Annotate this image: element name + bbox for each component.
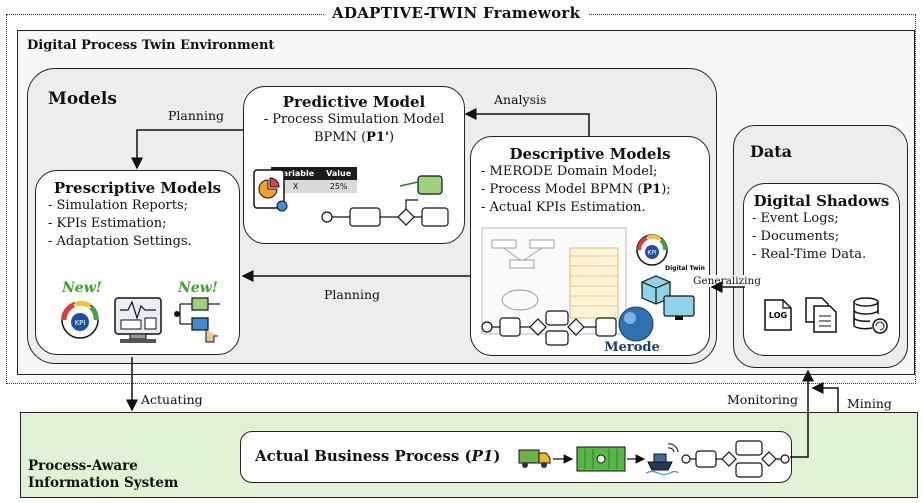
digital-shadows-card: Digital Shadows - Event Logs; - Document… bbox=[743, 183, 900, 356]
table-header-variable: Variable bbox=[271, 167, 321, 180]
data-title: Data bbox=[750, 142, 792, 161]
table-header-value: Value bbox=[320, 167, 358, 180]
actuating-label: Actuating bbox=[141, 392, 203, 407]
mining-label: Mining bbox=[847, 396, 892, 411]
generalizing-label: Generalizing bbox=[692, 275, 762, 287]
prescriptive-models-title: Prescriptive Models bbox=[53, 179, 222, 197]
prescriptive-item-3: - Adaptation Settings. bbox=[48, 234, 192, 249]
planning-bottom-label: Planning bbox=[324, 287, 381, 302]
new-badge-adaptation: New! bbox=[178, 280, 218, 296]
descriptive-models-title: Descriptive Models bbox=[509, 145, 671, 163]
table-cell-variable: X bbox=[271, 180, 321, 193]
table-cell-value: 25% bbox=[320, 180, 358, 193]
predictive-model-card: Predictive Model - Process Simulation Mo… bbox=[243, 86, 465, 244]
predictive-model-title: Predictive Model bbox=[282, 93, 426, 111]
prescriptive-item-2: - KPIs Estimation; bbox=[48, 216, 167, 231]
shadows-item-2: - Documents; bbox=[752, 229, 840, 244]
planning-top-label: Planning bbox=[168, 108, 225, 123]
actual-business-process-title: Actual Business Process (P1) bbox=[255, 447, 501, 465]
prescriptive-models-card: Prescriptive Models - Simulation Reports… bbox=[35, 170, 240, 355]
mining-arrow bbox=[811, 382, 839, 412]
descriptive-item-3: - Actual KPIs Estimation. bbox=[481, 200, 646, 215]
digital-shadows-title: Digital Shadows bbox=[753, 192, 890, 210]
new-badge-kpi: New! bbox=[62, 280, 102, 296]
predictive-line-1: - Process Simulation Model bbox=[263, 112, 445, 127]
monitoring-label: Monitoring bbox=[727, 392, 798, 407]
descriptive-models-card: Descriptive Models - MERODE Domain Model… bbox=[470, 136, 710, 356]
shadows-item-3: - Real-Time Data. bbox=[752, 247, 867, 262]
prescriptive-item-1: - Simulation Reports; bbox=[48, 198, 189, 213]
descriptive-item-1: - MERODE Domain Model; bbox=[481, 164, 658, 179]
models-title: Models bbox=[48, 89, 117, 109]
descriptive-item-2: - Process Model BPMN (P1); bbox=[481, 182, 671, 197]
analysis-label: Analysis bbox=[494, 92, 547, 107]
shadows-item-1: - Event Logs; bbox=[752, 211, 839, 226]
environment-title: Digital Process Twin Environment bbox=[27, 38, 275, 53]
framework-title: ADAPTIVE-TWIN Framework bbox=[324, 4, 589, 22]
predictive-line-2: BPMN (P1') bbox=[313, 130, 395, 145]
